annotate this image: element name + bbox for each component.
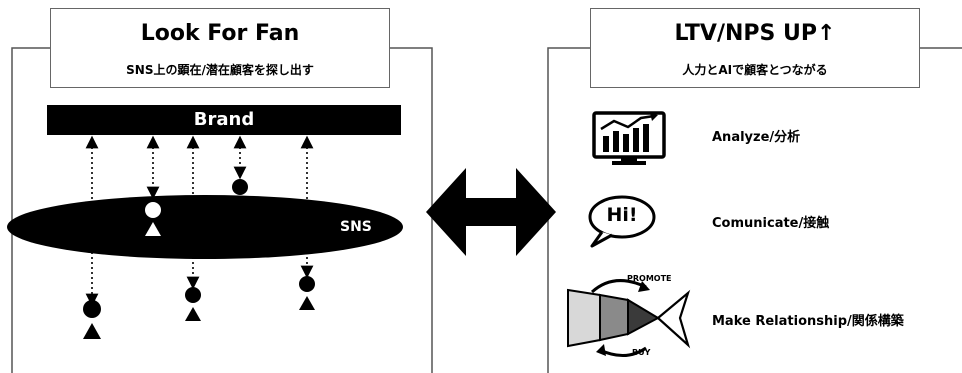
person-icon <box>83 300 101 339</box>
bidirectional-arrow <box>426 168 556 256</box>
feature-label-analyze: Analyze/分析 <box>712 130 801 145</box>
right-panel-subtitle: 人力とAIで顧客とつながる <box>682 63 828 77</box>
sns-label: SNS <box>340 219 372 235</box>
right-panel-title: LTV/NPS UP↑ <box>674 21 836 46</box>
funnel-icon <box>567 279 691 357</box>
left-title-box: Look For Fan SNS上の顕在/潜在顧客を探し出す <box>50 8 390 88</box>
feature-label-communicate: Comunicate/接触 <box>712 216 830 231</box>
funnel-buy-label: BUY <box>632 348 651 357</box>
brand-bar: Brand <box>47 105 401 135</box>
chart-monitor-icon <box>592 111 666 165</box>
right-panel-border <box>547 47 590 373</box>
left-panel-subtitle: SNS上の顕在/潜在顧客を探し出す <box>126 63 314 77</box>
feature-label-relationship: Make Relationship/関係構築 <box>712 314 904 329</box>
left-panel-border-right <box>390 47 433 373</box>
sns-ellipse <box>7 195 403 259</box>
speech-bubble-icon <box>588 195 656 248</box>
left-panel-title: Look For Fan <box>140 21 300 46</box>
left-panel-border <box>11 47 50 373</box>
person-icon <box>232 179 248 213</box>
person-icon <box>145 202 161 236</box>
person-icon <box>185 287 201 321</box>
speech-bubble-text: Hi! <box>606 204 638 226</box>
person-icon <box>299 276 315 310</box>
funnel-promote-label: PROMOTE <box>627 274 672 283</box>
right-title-box: LTV/NPS UP↑ 人力とAIで顧客とつながる <box>590 8 920 88</box>
